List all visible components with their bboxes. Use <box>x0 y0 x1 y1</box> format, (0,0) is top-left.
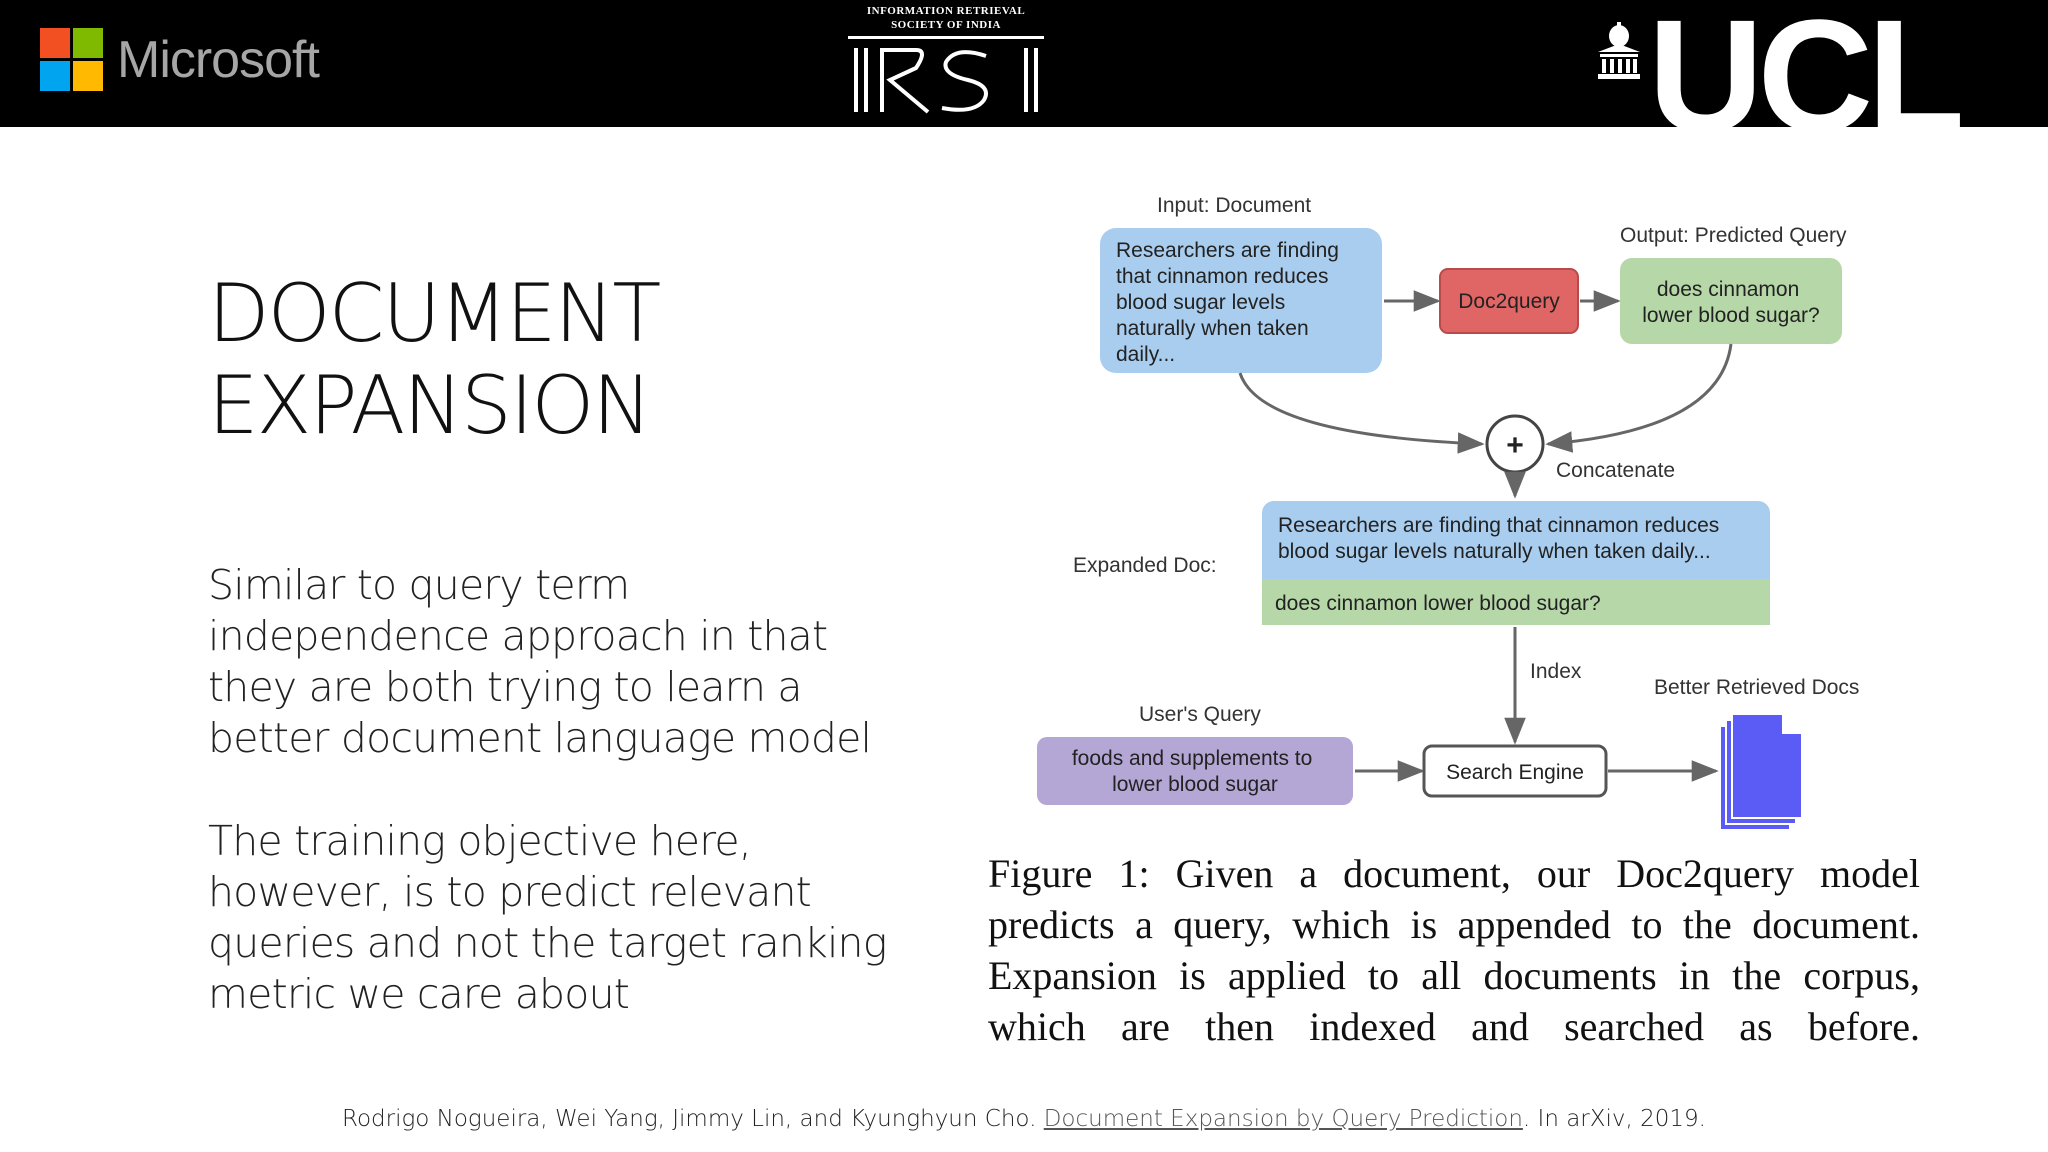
concatenate-label: Concatenate <box>1556 459 1675 482</box>
search-engine-box <box>1422 744 1608 798</box>
concatenate-symbol: + <box>1506 429 1524 462</box>
user-query-label: User's Query <box>1139 703 1261 726</box>
documents-stack-icon <box>1719 713 1803 830</box>
output-query-label: Output: Predicted Query <box>1620 224 1847 247</box>
ucl-portico-icon <box>1598 22 1640 79</box>
title-line: EXPANSION <box>208 359 652 452</box>
doc2query-box <box>1439 268 1579 334</box>
paragraph-line: however, is to predict relevant <box>208 868 812 916</box>
irsi-emblem-icon <box>848 36 1044 114</box>
search-engine-label: Search Engine <box>1446 761 1584 784</box>
ucl-wordmark: UCL <box>1648 0 1965 165</box>
caption-line: which are then indexed and searched as b… <box>988 1004 1920 1049</box>
header-bar: Microsoft INFORMATION RETRIEVAL SOCIETY … <box>0 0 2048 156</box>
arrow-input-to-concat <box>1238 372 1485 454</box>
paragraph-objective: The training objective here, however, is… <box>208 816 887 1020</box>
paragraph-similarity: Similar to query term independence appro… <box>208 560 872 764</box>
irsi-logo: INFORMATION RETRIEVAL SOCIETY OF INDIA <box>846 4 1046 124</box>
user-query-text: foods and supplements to lower blood sug… <box>1072 747 1318 796</box>
expanded-doc-label: Expanded Doc: <box>1073 554 1217 577</box>
user-query-box <box>1037 737 1353 805</box>
slide-title: DOCUMENT EXPANSION <box>208 267 661 452</box>
irsi-caption-line1: INFORMATION RETRIEVAL <box>866 5 1026 17</box>
retrieved-docs-label: Better Retrieved Docs <box>1654 676 1859 699</box>
irsi-caption-line2: SOCIETY OF INDIA <box>891 19 1001 31</box>
paragraph-line: Similar to query term <box>208 561 630 609</box>
doc2query-diagram: Input: Document Researchers are finding … <box>1037 194 1859 830</box>
caption-line: Expansion is applied to all documents in… <box>988 953 1920 998</box>
paragraph-line: queries and not the target ranking <box>208 919 887 967</box>
microsoft-wordmark: Microsoft <box>117 30 320 89</box>
citation-venue: . In arXiv, 2019. <box>1522 1106 1706 1132</box>
doc2query-label: Doc2query <box>1458 290 1560 313</box>
caption-line: Figure 1: Given a document, our Doc2quer… <box>988 851 1920 896</box>
input-document-label: Input: Document <box>1157 194 1311 217</box>
title-line: DOCUMENT <box>208 267 661 360</box>
arrow-output-to-concat <box>1545 343 1733 453</box>
microsoft-logo: Microsoft <box>40 28 320 91</box>
caption-line: predicts a query, which is appended to t… <box>988 902 1920 947</box>
paragraph-line: independence approach in that <box>208 612 828 660</box>
index-label: Index <box>1530 660 1582 683</box>
paragraph-line: metric we care about <box>208 970 630 1018</box>
ucl-logo: UCL <box>1590 0 1990 156</box>
expanded-query-text: does cinnamon lower blood sugar? <box>1275 592 1601 615</box>
output-query-text: does cinnamon lower blood sugar? <box>1642 278 1819 327</box>
figure-caption: Figure 1: Given a document, our Doc2quer… <box>988 848 1920 1052</box>
output-query-box <box>1620 258 1842 344</box>
paragraph-line: better document language model <box>208 714 872 762</box>
paragraph-line: they are both trying to learn a <box>208 663 803 711</box>
input-document-box <box>1100 228 1382 373</box>
citation: Rodrigo Nogueira, Wei Yang, Jimmy Lin, a… <box>0 1106 2048 1132</box>
paragraph-line: The training objective here, <box>208 817 752 865</box>
input-document-text: Researchers are finding that cinnamon re… <box>1116 239 1345 366</box>
expanded-doc-text: Researchers are finding that cinnamon re… <box>1278 514 1725 563</box>
microsoft-windows-icon <box>40 28 103 91</box>
paper-link[interactable]: Document Expansion by Query Prediction <box>1043 1106 1523 1132</box>
citation-authors: Rodrigo Nogueira, Wei Yang, Jimmy Lin, a… <box>342 1106 1037 1132</box>
